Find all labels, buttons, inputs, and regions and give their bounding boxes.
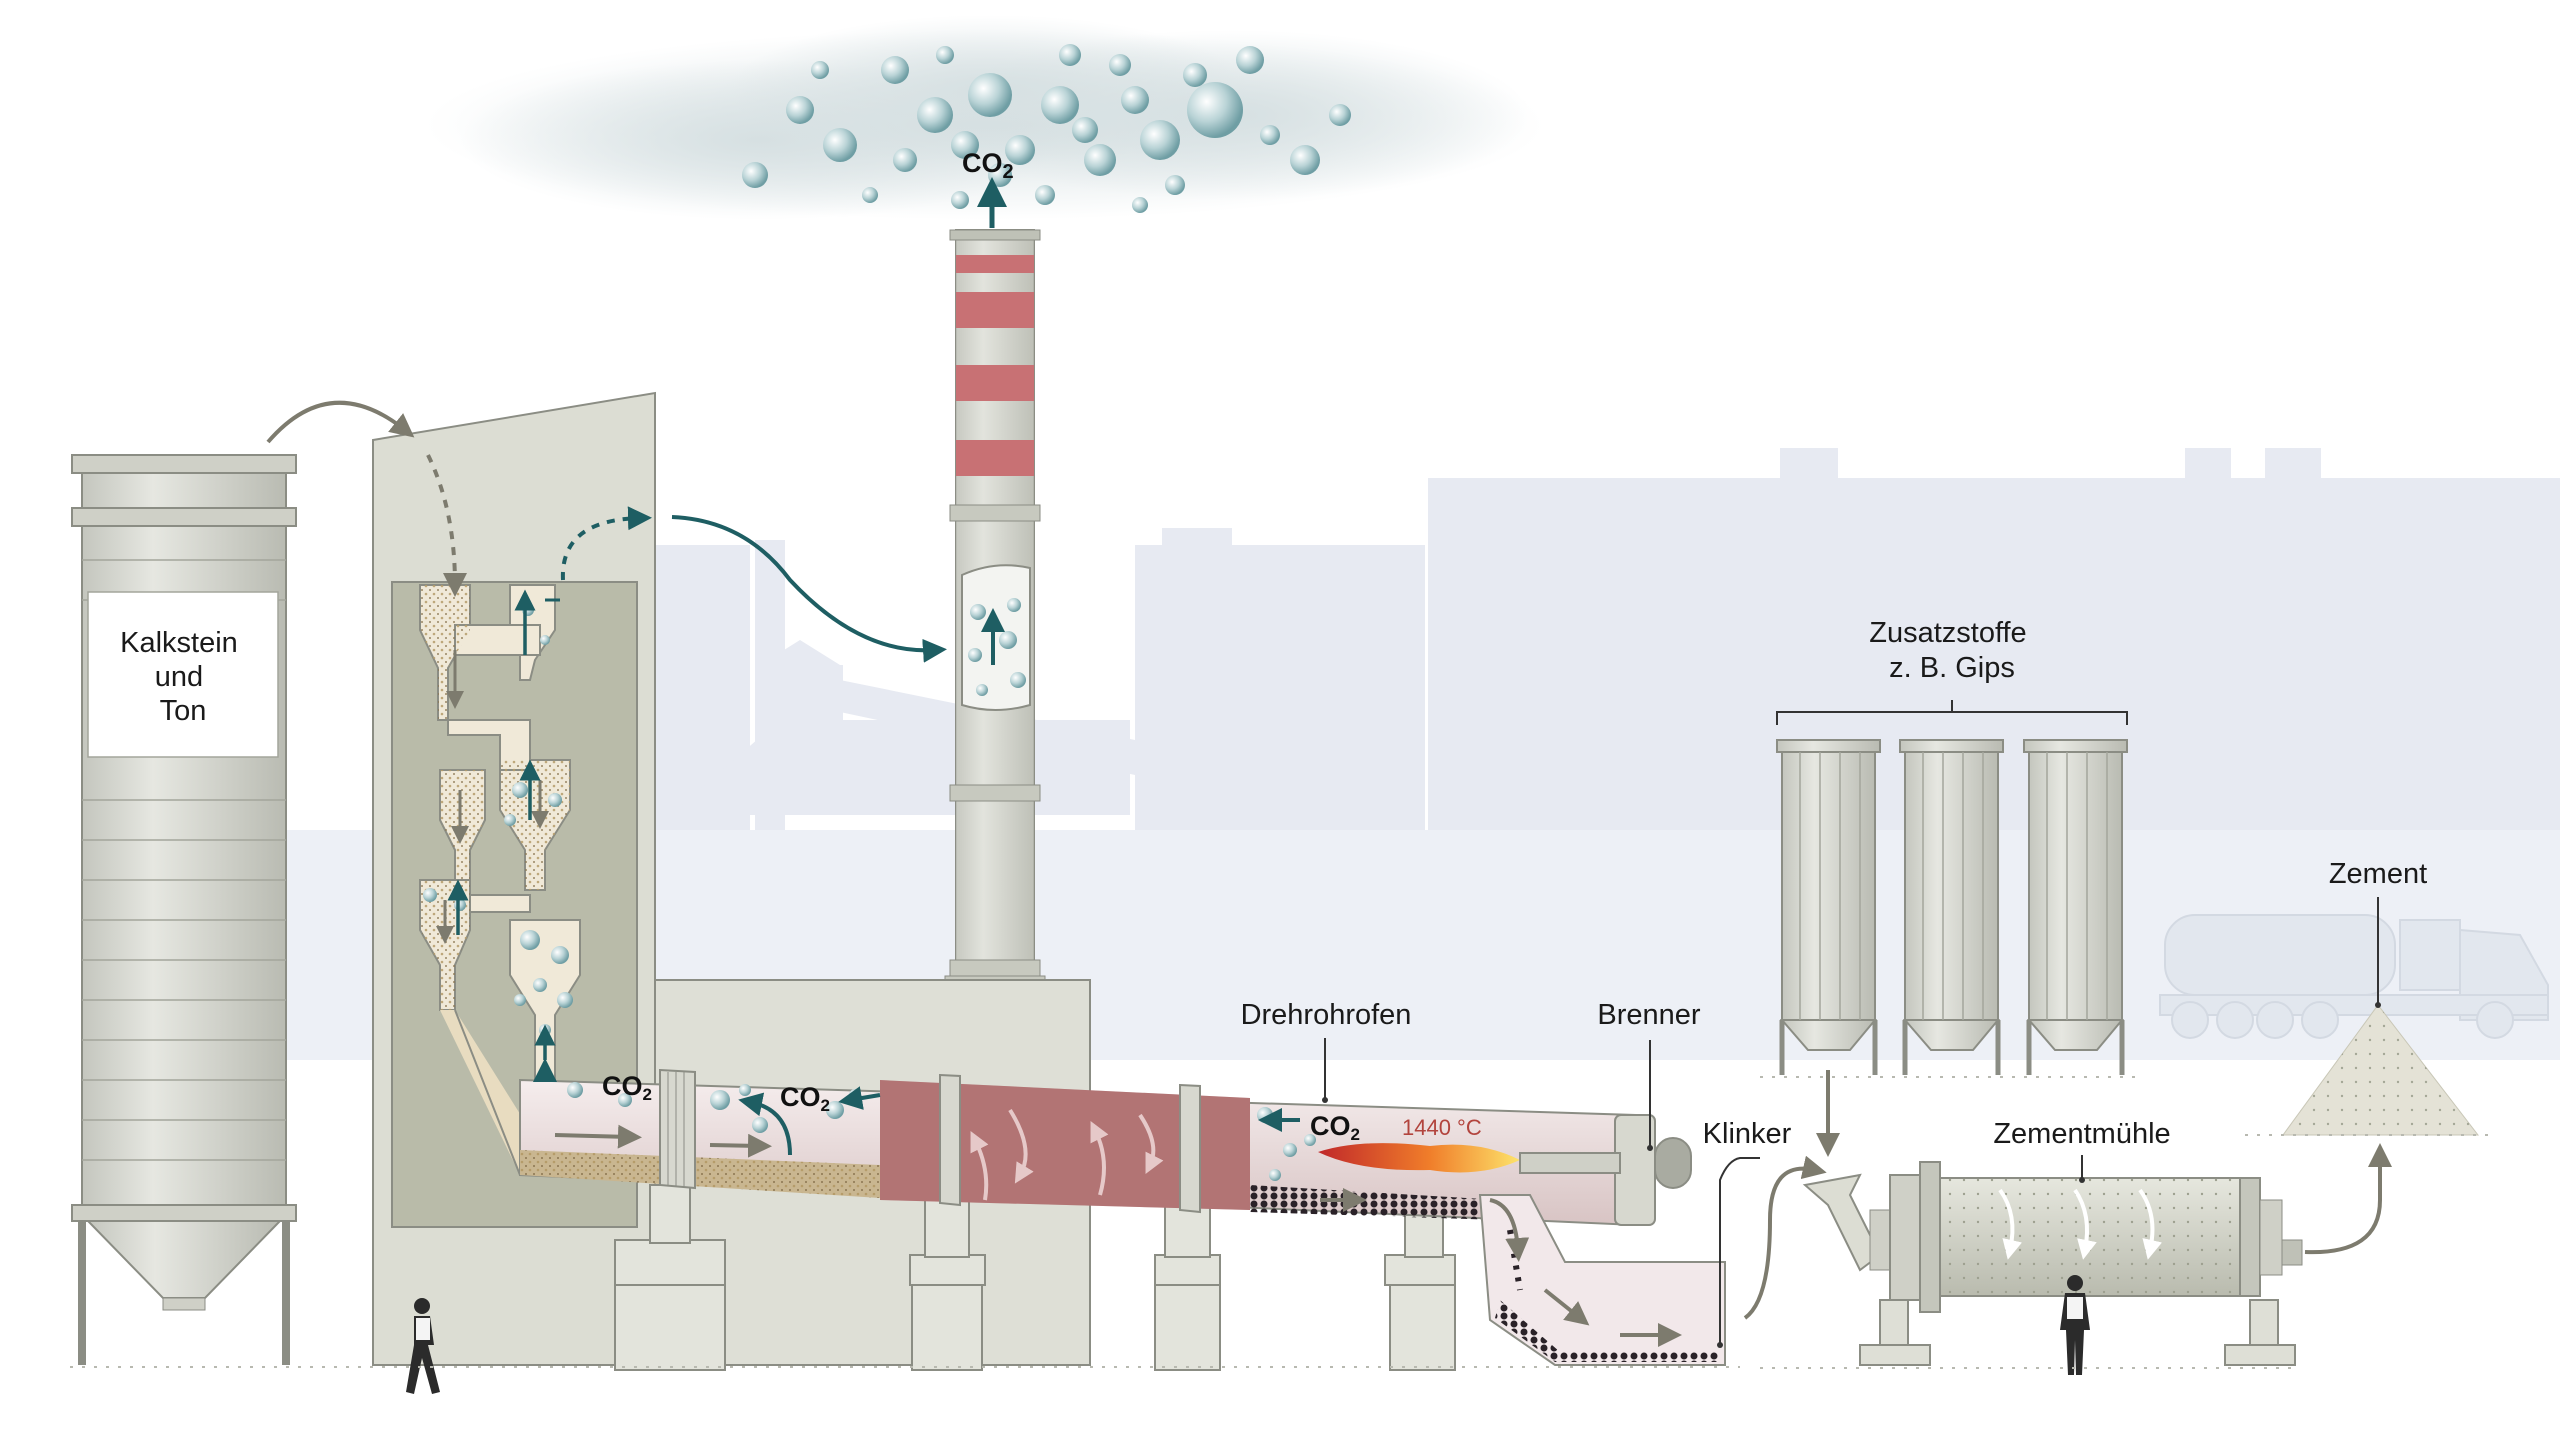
svg-text:CO2: CO2 — [780, 1082, 830, 1115]
silo-label: Kalkstein und Ton — [120, 627, 246, 727]
burner — [1654, 1137, 1692, 1189]
gas-to-chimney-arrow-icon — [671, 515, 947, 663]
truck-icon — [2159, 914, 2549, 1039]
additives-label: Zusatzstoffe z. B. Gips — [1869, 617, 2035, 684]
preheater-tower — [372, 391, 656, 1366]
cement-pile — [2282, 1004, 2480, 1136]
kiln-co2-labels: CO2 CO2 CO2 — [602, 1071, 1360, 1144]
gas-dashed-arrow-icon — [560, 506, 652, 581]
raw-material-silo: Kalkstein und Ton — [71, 454, 297, 1365]
kiln-supports — [614, 1184, 1456, 1371]
feed-dashed-arrow-icon — [426, 454, 467, 597]
clinker-label: Klinker — [1703, 1118, 1792, 1150]
mill-label: Zementmühle — [1993, 1118, 2170, 1150]
feed-arrow-icon — [266, 400, 415, 444]
leader-lines — [1324, 897, 2379, 1345]
rotary-kiln — [519, 1058, 1692, 1227]
co2-bubbles-cloud — [742, 44, 1351, 213]
worker-icon — [2060, 1275, 2090, 1375]
burner-label: Brenner — [1597, 999, 1701, 1031]
smoke-cloud-icon — [425, 15, 1545, 220]
cement-mill — [1802, 1161, 2303, 1366]
cement-label: Zement — [2329, 858, 2427, 890]
ground-line — [70, 1076, 2490, 1369]
worker-icon — [406, 1298, 440, 1394]
svg-text:CO2: CO2 — [962, 148, 1014, 183]
kiln-label: Drehrohrofen — [1241, 999, 1412, 1031]
clinker-to-mill-arrow-icon — [1743, 1155, 1827, 1320]
chimney — [944, 229, 1046, 987]
svg-text:CO2: CO2 — [1310, 1111, 1360, 1144]
clinker-cooler — [1478, 1194, 1726, 1366]
chimney-co2-label: CO2 — [962, 148, 1014, 183]
svg-text:CO2: CO2 — [602, 1071, 652, 1104]
additive-silos — [1776, 700, 2128, 1075]
kiln-temperature: 1440 °C — [1402, 1115, 1482, 1140]
flame-icon — [1318, 1143, 1520, 1173]
mill-to-cement-arrow-icon — [2304, 1143, 2392, 1255]
